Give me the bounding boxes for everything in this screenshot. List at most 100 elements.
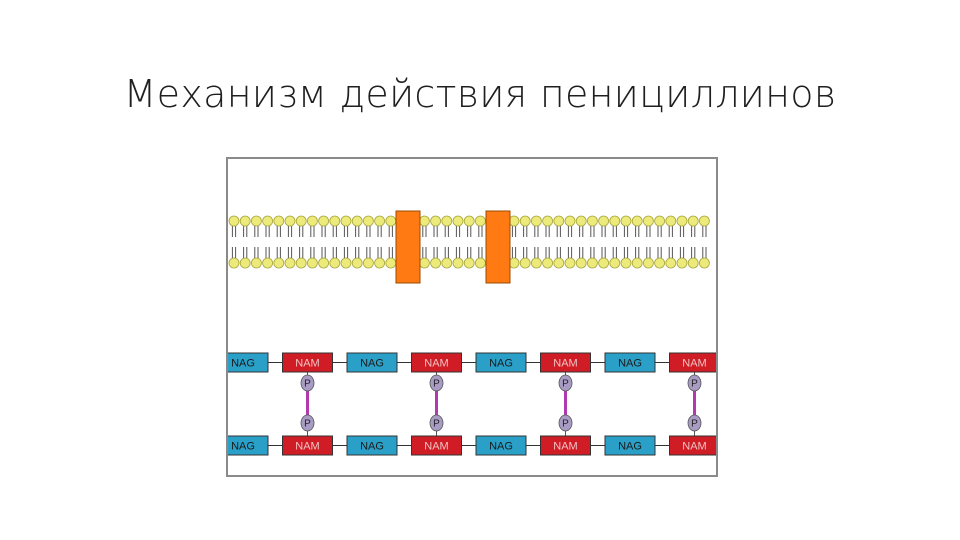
lipid-head [430, 215, 442, 227]
lipid-head [620, 257, 632, 269]
nam-label: NAM [682, 358, 706, 370]
lipid-head [463, 257, 475, 269]
lipid-head [586, 215, 598, 227]
lipid-head [307, 257, 318, 269]
nag-block [228, 435, 269, 456]
phosphate-label: P [304, 419, 311, 430]
lipid-head [340, 215, 352, 227]
phosphate-node [558, 414, 573, 432]
lipid-head [654, 215, 666, 227]
lipid-head [295, 215, 307, 227]
slide-title: Механизм действия пенициллинов [123, 72, 837, 116]
lipid-head [418, 215, 430, 227]
lipid-head [642, 257, 654, 269]
nag-block [346, 352, 398, 373]
lipid-head [698, 215, 710, 227]
lipid-head [362, 215, 374, 227]
lipid-head [530, 257, 542, 269]
phosphate-label: P [433, 379, 440, 390]
lipid-head [228, 257, 240, 269]
nam-block [669, 352, 716, 373]
lipid-head [676, 257, 688, 269]
lipid-head [351, 257, 363, 269]
lipid-head [441, 257, 453, 269]
lipid-head [519, 215, 531, 227]
lipid-head [665, 257, 677, 269]
lipid-head [474, 215, 486, 227]
lipid-head [284, 215, 296, 227]
lipid-head [564, 215, 576, 227]
phosphate-node [429, 414, 444, 432]
lipid-head [329, 257, 341, 269]
nag-label: NAG [231, 441, 255, 453]
lipid-head [273, 215, 285, 227]
nam-label: NAM [424, 441, 448, 453]
nam-block [411, 435, 462, 456]
lipid-head [564, 257, 576, 269]
nag-label: NAG [231, 358, 255, 370]
lipid-head [665, 215, 677, 227]
lipid-head [463, 215, 475, 227]
phosphate-label: P [691, 379, 698, 390]
lipid-head [452, 257, 464, 269]
lipid-head [698, 257, 710, 269]
lipid-head [329, 215, 341, 227]
nam-block [282, 435, 333, 456]
nag-block [475, 352, 527, 373]
nag-label: NAG [489, 358, 513, 370]
lipid-head [530, 215, 542, 227]
nag-label: NAG [360, 358, 384, 370]
lipid-head [687, 215, 699, 227]
lipid-head [542, 215, 554, 227]
lipid-head [374, 215, 386, 227]
lipid-head [239, 257, 251, 269]
phosphate-node [687, 374, 702, 392]
phosphate-label: P [562, 379, 569, 390]
nam-block [540, 435, 591, 456]
nag-label: NAG [618, 441, 642, 453]
nag-label: NAG [360, 441, 384, 453]
nag-label: NAG [618, 358, 642, 370]
lipid-head [307, 215, 318, 227]
lipid-head [262, 215, 273, 227]
phosphate-label: P [433, 419, 440, 430]
nam-label: NAM [295, 358, 319, 370]
lipid-head [284, 257, 296, 269]
lipid-head [385, 215, 397, 227]
membrane-proteins [395, 210, 511, 284]
nag-block [604, 435, 656, 456]
lipid-head [519, 257, 531, 269]
cell-membrane-bilayer [228, 215, 710, 269]
lipid-head [295, 257, 307, 269]
lipid-head [542, 257, 554, 269]
phosphate-label: P [562, 419, 569, 430]
lipid-head [430, 257, 442, 269]
lipid-head [385, 257, 397, 269]
phosphate-node [300, 374, 315, 392]
lipid-head [620, 215, 632, 227]
lipid-head [553, 215, 565, 227]
nam-block [411, 352, 462, 373]
lipid-head [631, 215, 643, 227]
lipid-head [676, 215, 688, 227]
lipid-head [318, 215, 329, 227]
lipid-head [609, 257, 621, 269]
lipid-head [575, 215, 587, 227]
lipid-head [362, 257, 374, 269]
phosphate-node [429, 374, 444, 392]
lipid-head [262, 257, 273, 269]
lipid-head [250, 257, 262, 269]
nam-label: NAM [553, 358, 577, 370]
nam-label: NAM [682, 441, 706, 453]
lipid-head [553, 257, 565, 269]
lipid-head [474, 257, 486, 269]
lipid-head [575, 257, 587, 269]
lipid-head [273, 257, 285, 269]
nam-label: NAM [553, 441, 577, 453]
phosphate-node [687, 414, 702, 432]
nag-block [228, 352, 269, 373]
